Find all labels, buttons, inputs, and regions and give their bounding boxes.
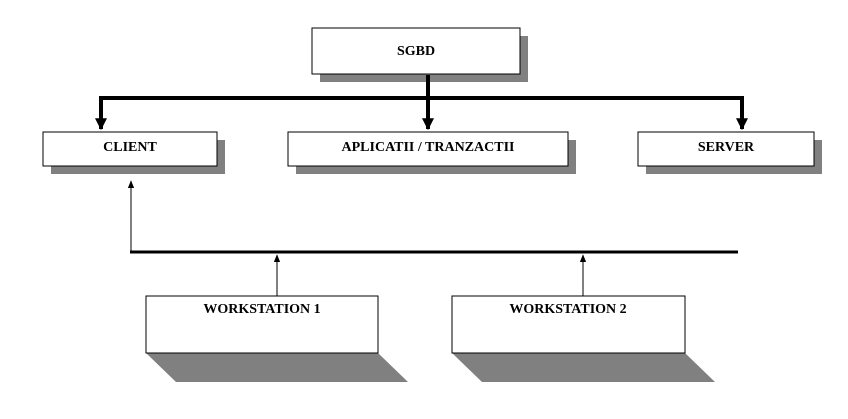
network-connectors bbox=[127, 180, 738, 296]
workstation1-shadow bbox=[146, 353, 408, 382]
aplicatii-label: APLICATII / TRANZACTII bbox=[342, 140, 515, 155]
sgbd-label: SGBD bbox=[397, 44, 435, 59]
workstation2-shadow bbox=[452, 353, 715, 382]
sgbd-node: SGBD bbox=[311, 27, 528, 82]
workstation1-box bbox=[145, 295, 379, 354]
server-box bbox=[637, 131, 815, 167]
aplicatii-box bbox=[287, 131, 569, 167]
workstation2-node: WORKSTATION 2 bbox=[451, 295, 715, 382]
workstation1-label: WORKSTATION 1 bbox=[203, 302, 320, 317]
workstation1-node: WORKSTATION 1 bbox=[145, 295, 408, 382]
workstation2-box bbox=[451, 295, 686, 354]
client-node: CLIENT bbox=[42, 131, 225, 174]
sgbd-box bbox=[311, 27, 521, 75]
server-node: SERVER bbox=[637, 131, 822, 174]
aplicatii-node: APLICATII / TRANZACTII bbox=[287, 131, 576, 174]
sgbd-connectors bbox=[95, 75, 748, 131]
client-box bbox=[42, 131, 218, 167]
workstation2-label: WORKSTATION 2 bbox=[509, 302, 626, 317]
server-label: SERVER bbox=[698, 140, 755, 155]
client-label: CLIENT bbox=[103, 140, 157, 155]
